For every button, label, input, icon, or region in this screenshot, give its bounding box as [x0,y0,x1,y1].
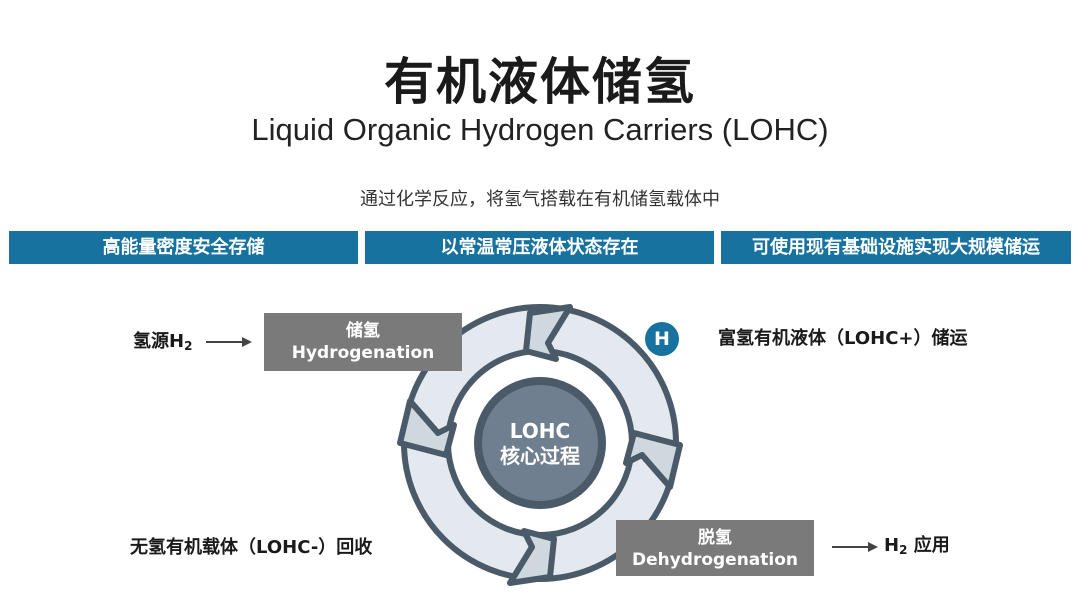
center-label-line2: 核心过程 [500,444,580,468]
lohc-cycle-diagram [397,304,683,586]
cycle-arrow-right [623,430,683,490]
use-arrow-icon [832,542,878,552]
hydrogenation-cn: 储氢 [346,321,380,341]
cycle-arrow-bottom [507,528,557,586]
cycle-arrow-top [523,304,573,362]
dehydrogenation-box: 脱氢 Dehydrogenation [616,520,814,576]
hydrogen-source-text: 氢源H [133,331,185,352]
hydrogenation-box: 储氢 Hydrogenation [264,313,462,371]
hydrogen-source-label: 氢源H2 [133,329,192,359]
hydrogen-use-label: H2 应用 [884,533,950,563]
cycle-arrow-left [397,398,457,458]
dehydrogenation-en: Dehydrogenation [631,550,799,570]
hydrogen-use-subscript: 2 [899,543,908,557]
lean-lohc-label: 无氢有机载体（LOHC-）回收 [130,537,373,558]
source-arrow-icon [206,337,252,347]
banner-infrastructure: 可使用现有基础设施实现大规模储运 [721,231,1071,264]
rich-lohc-label: 富氢有机液体（LOHC+）储运 [718,328,968,349]
hydrogen-use-suffix: 应用 [907,535,950,556]
page-subtitle: Liquid Organic Hydrogen Carriers (LOHC) [251,112,829,147]
banner-ambient-liquid: 以常温常压液体状态存在 [365,231,714,264]
intro-text: 通过化学反应，将氢气搭载在有机储氢载体中 [360,189,720,210]
dehydrogenation-cn: 脱氢 [698,528,732,548]
page-title: 有机液体储氢 [384,53,696,111]
banner-high-density: 高能量密度安全存储 [9,231,358,264]
center-label: LOHC 核心过程 [480,419,600,469]
center-disc [474,377,606,509]
hydrogen-badge-icon: H [645,322,679,356]
hydrogen-use-prefix: H [884,535,900,556]
hydrogenation-en: Hydrogenation [291,343,435,363]
hydrogen-source-subscript: 2 [184,339,193,353]
center-label-line1: LOHC [509,419,571,443]
